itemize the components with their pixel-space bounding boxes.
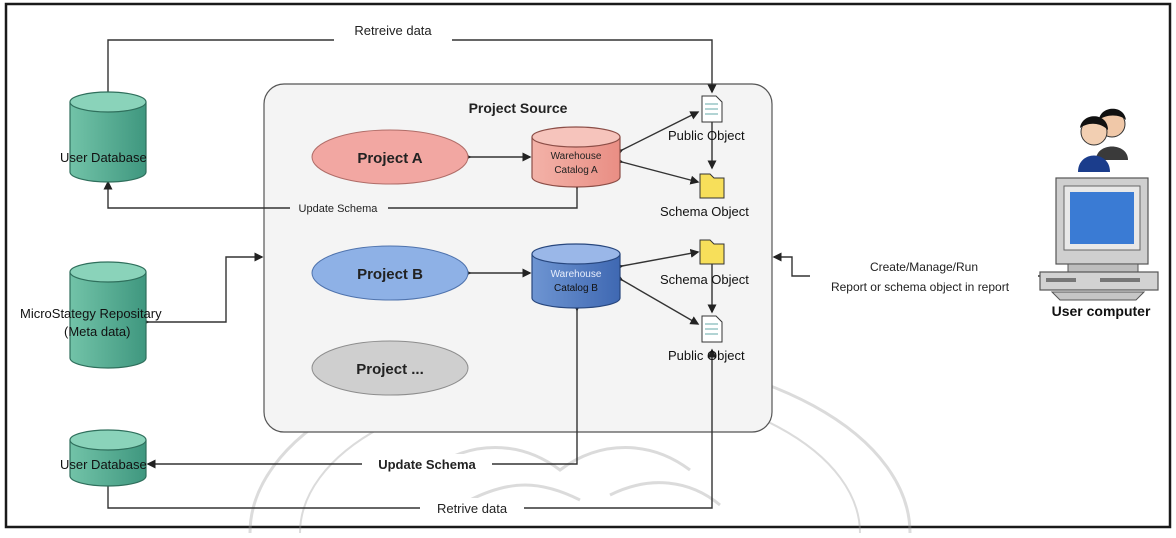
users-icon [1078, 108, 1128, 172]
catalog-a-public-link [613, 111, 700, 158]
warehouse-catalog-a [531, 126, 621, 188]
project-b-label: Project B [357, 266, 423, 283]
project-a-label: Project A [357, 150, 422, 167]
catalog-a-label-line2: Catalog A [554, 165, 598, 176]
report-schema-label: Report or schema object in report [831, 280, 1010, 294]
update-schema-bottom-label: Update Schema [378, 457, 476, 472]
user-database-top-label: User Database [60, 150, 147, 165]
user-database-bottom [69, 429, 147, 487]
repository-database [69, 261, 147, 369]
catalog-b-schema-link [613, 248, 700, 272]
retrieve-data-bottom-line [103, 348, 717, 509]
update-schema-top-label: Update Schema [299, 203, 379, 215]
catalog-a-schema-link [613, 155, 700, 185]
document-icon [701, 95, 723, 123]
project-more-label: Project ... [356, 361, 424, 378]
catalog-b-label-line2: Catalog B [554, 283, 598, 294]
project-source-title: Project Source [469, 100, 568, 116]
repository-label-line2: (Meta data) [64, 324, 130, 339]
user-database-top [69, 91, 147, 183]
retrieve-data-bottom-label: Retrive data [437, 501, 508, 516]
create-manage-run-label: Create/Manage/Run [870, 260, 978, 274]
warehouse-catalog-b [531, 243, 621, 309]
schema-object-a-label: Schema Object [660, 204, 749, 219]
project-a-ellipse [311, 129, 469, 185]
public-object-b-label: Public Object [668, 348, 745, 363]
computer-icon [1039, 177, 1159, 301]
project-more-ellipse [311, 340, 469, 396]
user-database-bottom-label: User Database [60, 457, 147, 472]
catalog-b-public-link [613, 272, 700, 325]
schema-object-b-label: Schema Object [660, 272, 749, 287]
catalog-a-label-line1: Warehouse [551, 151, 602, 162]
folder-icon [699, 173, 725, 199]
project-b-ellipse [311, 245, 469, 301]
user-computer-label: User computer [1052, 303, 1151, 319]
repository-label-line1: MicroStategy Repositary [20, 306, 162, 321]
folder-icon [699, 239, 725, 265]
document-icon [701, 315, 723, 343]
repository-link-line [140, 252, 264, 327]
retrieve-data-top-label: Retreive data [354, 23, 432, 38]
catalog-b-label-line1: Warehouse [551, 269, 602, 280]
outer-frame [4, 2, 1172, 529]
public-object-a-label: Public Object [668, 128, 745, 143]
